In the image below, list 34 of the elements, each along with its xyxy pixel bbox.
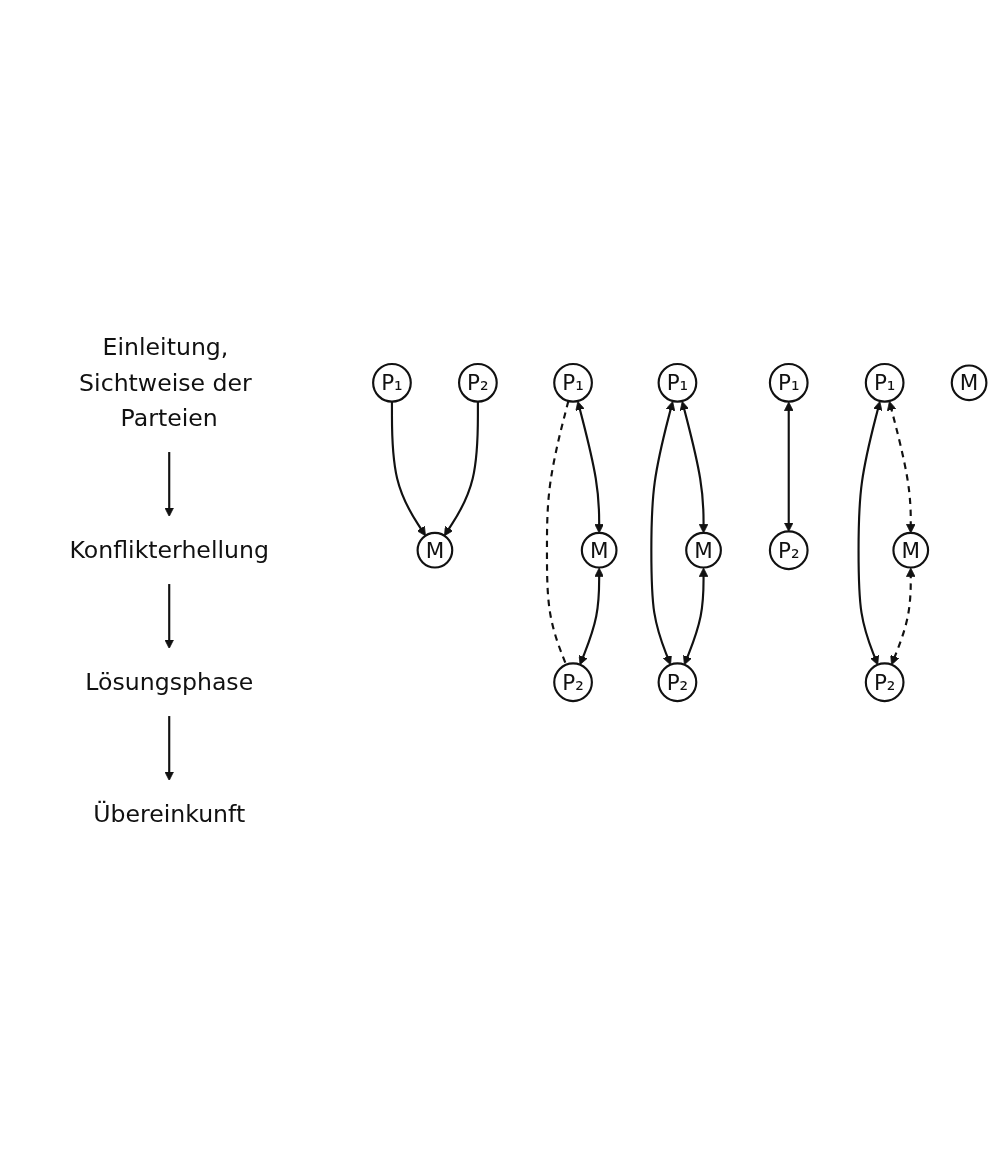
node-circle: P₂: [657, 662, 698, 702]
node-circle: M: [950, 364, 988, 401]
arrow: [857, 400, 883, 665]
node-circle: M: [580, 531, 618, 569]
node-circle: P₁: [768, 362, 809, 403]
connector: [545, 400, 570, 665]
arrow: [164, 583, 174, 649]
node-circle: P₁: [657, 362, 698, 403]
arrow: [443, 401, 479, 536]
node-text: Konflikterhellung: [69, 536, 269, 564]
node-circle: M: [416, 531, 454, 569]
arrow: [390, 401, 426, 536]
arrow: [679, 400, 709, 533]
arrow: [164, 451, 174, 517]
node-circle: P₂: [553, 662, 593, 702]
arrow: [575, 400, 604, 533]
node-circle: M: [685, 531, 722, 569]
node-text: Einleitung, Sichtweise der Parteien: [79, 333, 252, 432]
arrow: [650, 400, 676, 665]
arrow: [887, 400, 916, 533]
node-circle: P₁: [553, 362, 593, 403]
node-circle: P₂: [458, 362, 498, 403]
node-circle: P₂: [768, 530, 809, 570]
node-circle: P₁: [372, 362, 412, 403]
node-text: Lösungsphase: [85, 668, 254, 696]
arrow: [578, 567, 604, 665]
arrow: [683, 567, 709, 665]
arrow: [890, 567, 916, 665]
arrow: [784, 401, 794, 532]
node-text: Übereinkunft: [93, 800, 246, 828]
node-circle: M: [892, 531, 930, 569]
arrow: [164, 715, 174, 781]
node-circle: P₂: [864, 662, 905, 702]
node-circle: P₁: [864, 362, 905, 403]
